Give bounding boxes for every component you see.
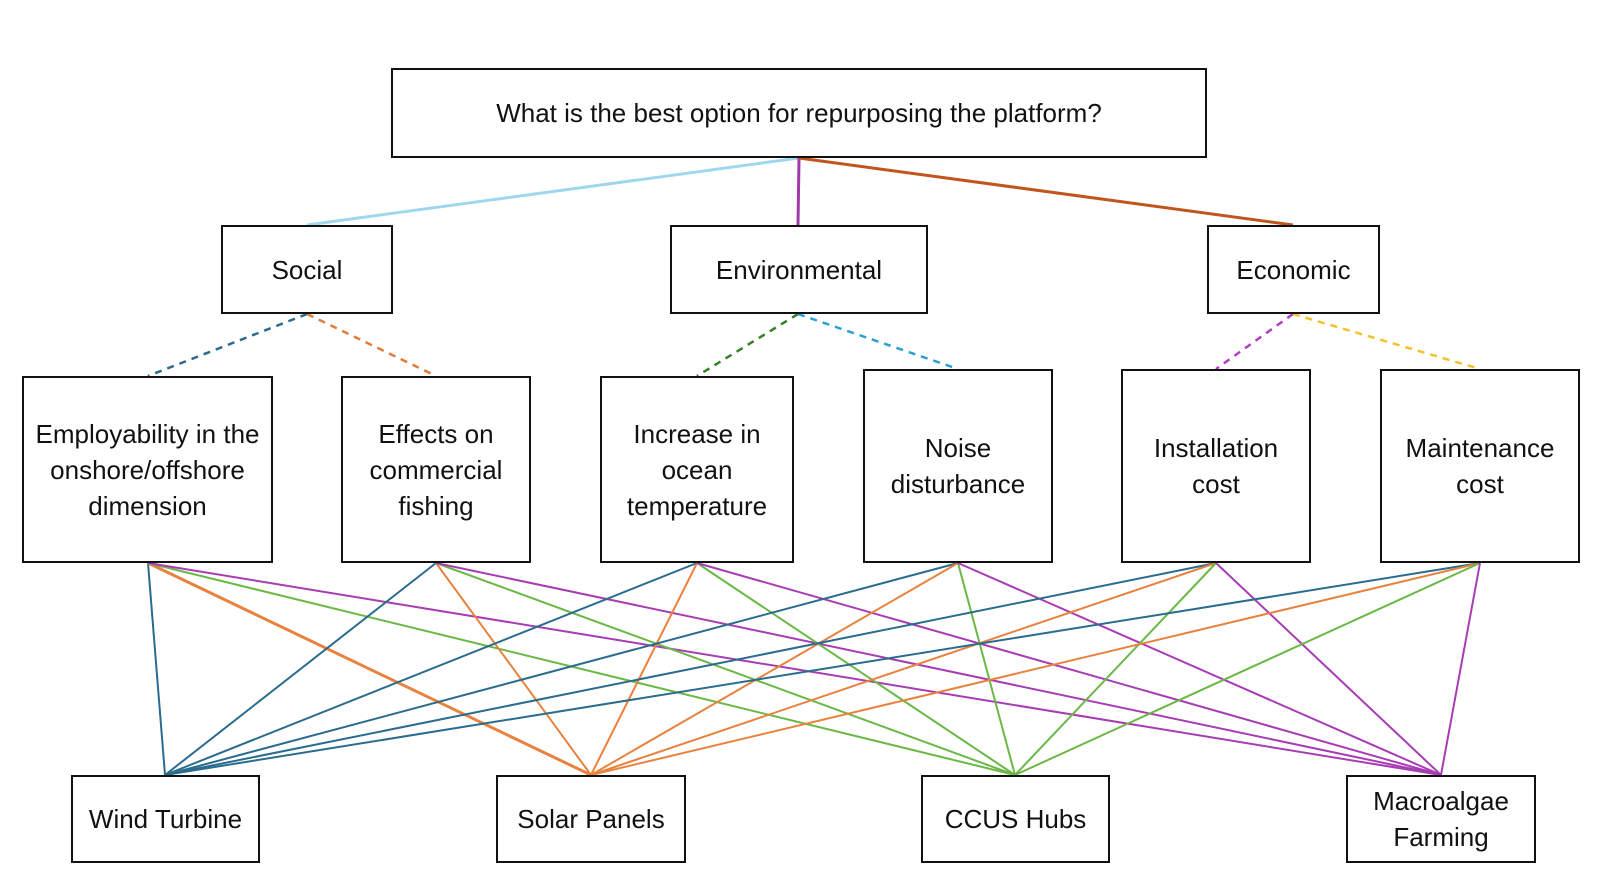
edge-installation-wind-turbine [164, 562, 1217, 776]
subcriterion-commercial-fishing: Effects on commercial fishing [341, 376, 531, 563]
edge-environmental-noise [797, 312, 959, 371]
criterion-social: Social [221, 225, 393, 314]
alternative-ccus-hubs: CCUS Hubs [921, 775, 1110, 863]
subcriterion-installation-cost-label: Installation cost [1153, 433, 1279, 499]
edge-maintenance-wind-turbine [164, 562, 1481, 776]
criterion-economic-label: Economic [1236, 254, 1351, 285]
edge-fishing-solar-panels [435, 562, 592, 776]
alternative-solar-panels-label: Solar Panels [517, 804, 665, 834]
subcriterion-ocean-temperature-label: Increase in ocean temperature [626, 418, 768, 521]
edge-economic-maintenance [1292, 312, 1481, 371]
edge-social-employability [147, 312, 308, 378]
goal-box: What is the best option for repurposing … [391, 68, 1207, 158]
edge-goal-environmental [796, 157, 801, 226]
subcriterion-employability: Employability in the onshore/offshore di… [22, 376, 273, 563]
edge-social-fishing [306, 312, 437, 378]
alternative-ccus-hubs-label: CCUS Hubs [944, 804, 1087, 834]
subcriterion-maintenance-cost-label: Maintenance cost [1405, 433, 1555, 499]
edge-maintenance-ccus-hubs [1014, 562, 1481, 776]
edge-economic-installation [1215, 312, 1294, 371]
alternative-wind-turbine-label: Wind Turbine [88, 804, 243, 834]
subcriterion-noise-disturbance-label: Noise disturbance [890, 433, 1026, 499]
edge-goal-social [306, 156, 800, 227]
edge-fishing-ccus-hubs [435, 562, 1016, 776]
subcriterion-installation-cost: Installation cost [1121, 369, 1311, 563]
alternative-macroalgae-farming: Macroalgae Farming [1346, 775, 1536, 863]
edge-ocean-temperature-wind-turbine [164, 562, 698, 776]
edge-employability-ccus-hubs [147, 562, 1016, 776]
edge-employability-solar-panels [147, 561, 592, 777]
edge-noise-solar-panels [590, 562, 959, 776]
criterion-environmental: Environmental [670, 225, 928, 314]
edge-noise-macroalgae-farming [957, 562, 1442, 776]
subcriterion-maintenance-cost: Maintenance cost [1380, 369, 1580, 563]
goal-text: What is the best option for repurposing … [496, 98, 1102, 128]
edge-fishing-wind-turbine [164, 562, 437, 776]
edge-ocean-temperature-ccus-hubs [696, 562, 1016, 776]
edge-environmental-ocean-temperature [696, 312, 799, 378]
edge-maintenance-solar-panels [590, 562, 1481, 776]
edge-employability-wind-turbine [147, 562, 166, 776]
criterion-social-label: Social [271, 254, 343, 285]
edge-fishing-macroalgae-farming [435, 562, 1442, 776]
criterion-environmental-label: Environmental [715, 254, 883, 285]
edge-ocean-temperature-macroalgae-farming [696, 562, 1442, 776]
alternative-wind-turbine: Wind Turbine [71, 775, 260, 863]
edge-goal-economic [798, 156, 1294, 227]
subcriterion-commercial-fishing-label: Effects on commercial fishing [369, 418, 503, 521]
edge-installation-macroalgae-farming [1215, 562, 1442, 776]
subcriterion-noise-disturbance: Noise disturbance [863, 369, 1053, 563]
edge-installation-solar-panels [590, 562, 1217, 776]
subcriterion-ocean-temperature: Increase in ocean temperature [600, 376, 794, 563]
edge-noise-wind-turbine [164, 562, 959, 776]
alternative-macroalgae-farming-label: Macroalgae Farming [1373, 786, 1509, 852]
subcriterion-employability-label: Employability in the onshore/offshore di… [35, 418, 260, 521]
alternative-solar-panels: Solar Panels [496, 775, 686, 863]
edge-installation-ccus-hubs [1014, 562, 1217, 776]
edge-employability-macroalgae-farming [147, 562, 1442, 776]
edge-noise-ccus-hubs [957, 562, 1016, 776]
edge-maintenance-macroalgae-farming [1440, 562, 1481, 776]
criterion-economic: Economic [1207, 225, 1380, 314]
edge-ocean-temperature-solar-panels [590, 562, 698, 776]
